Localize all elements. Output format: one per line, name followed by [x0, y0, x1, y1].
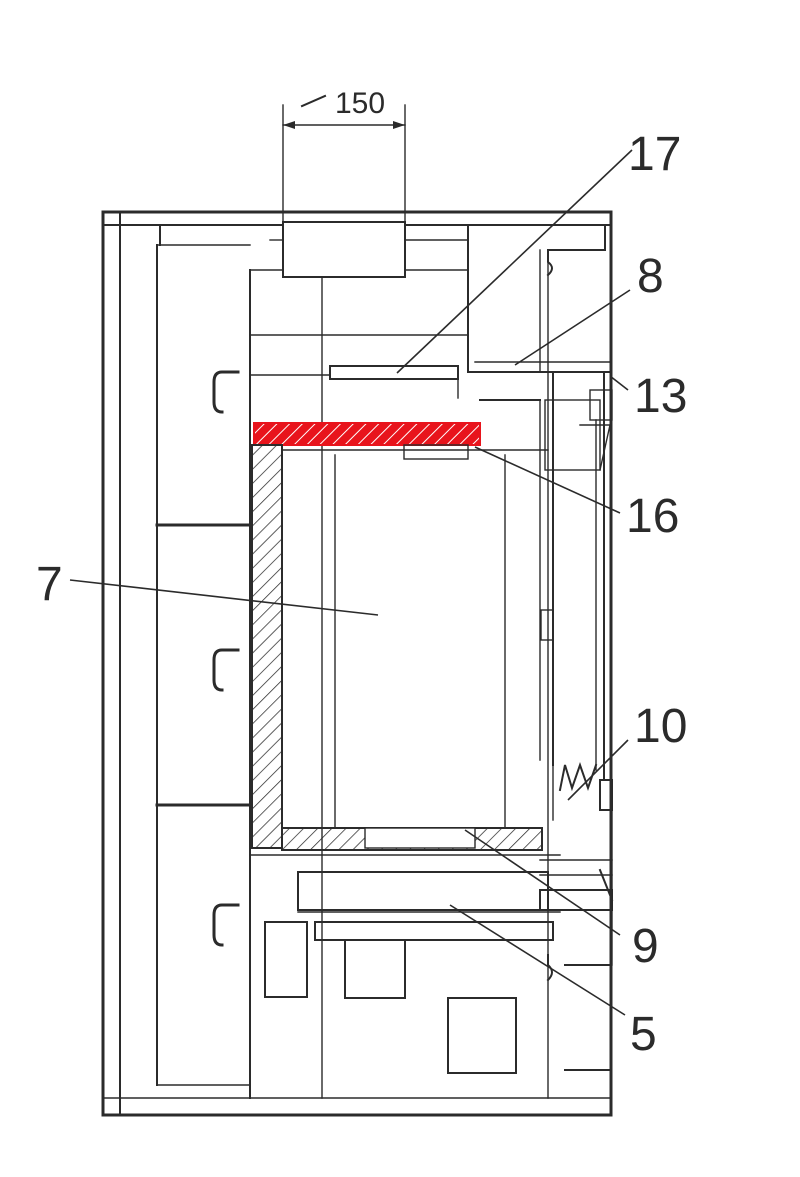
callout-17: 17: [628, 128, 681, 181]
inner-body: [249, 224, 549, 1099]
door-hinges: [212, 370, 240, 947]
dimension-150: 150: [282, 87, 406, 223]
callout-10: 10: [634, 700, 687, 753]
door-glass: [474, 361, 613, 781]
baffle-plate-17: [329, 365, 459, 380]
outer-housing: [101, 210, 613, 1117]
callout-9: 9: [632, 920, 659, 973]
callout-16: 16: [626, 490, 679, 543]
flue-collar: [249, 221, 469, 278]
housing-right-profile: [546, 224, 612, 1116]
callout-13: 13: [634, 370, 687, 423]
leader-lines: [69, 149, 633, 1016]
dimension-label: 150: [335, 87, 385, 120]
firebox: [249, 444, 561, 856]
highlighted-part-16: [253, 422, 481, 460]
callout-5: 5: [630, 1008, 657, 1061]
callout-8: 8: [637, 250, 664, 303]
callout-7: 7: [36, 558, 63, 611]
ash-drawer: [264, 779, 614, 1074]
